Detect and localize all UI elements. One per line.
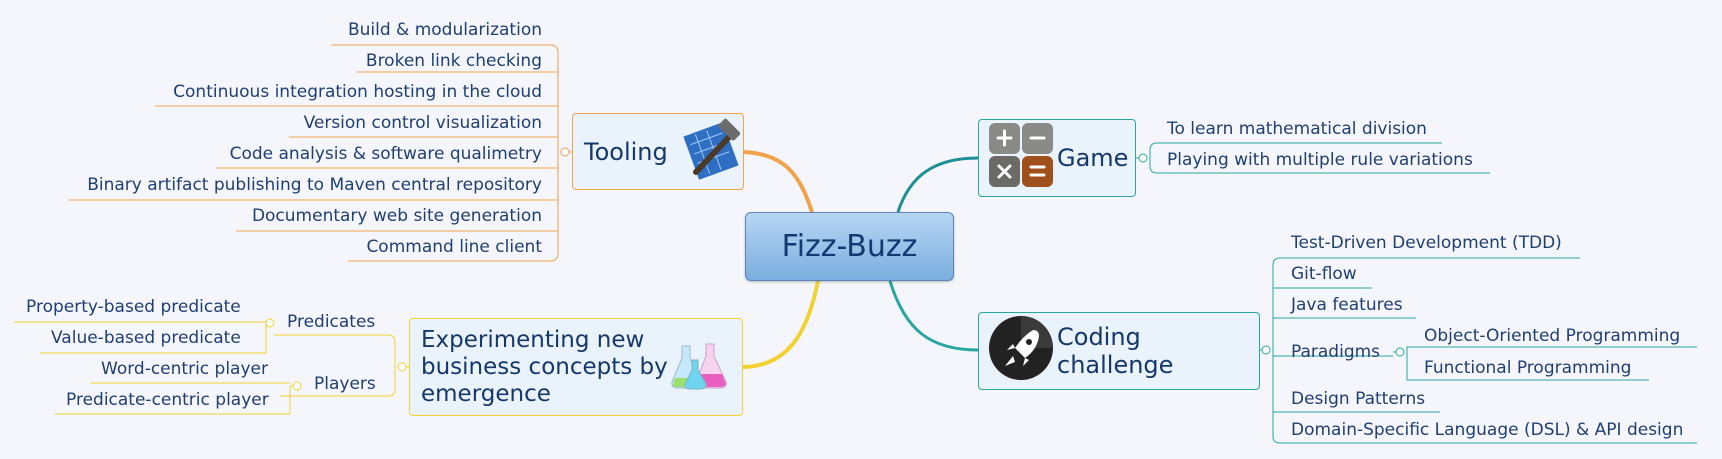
coding-item-design-patterns[interactable]: Design Patterns <box>1291 389 1426 409</box>
central-topic[interactable]: Fizz-Buzz <box>745 212 954 281</box>
topic-experimenting-label: Experimenting new business concepts by e… <box>421 326 668 407</box>
experiment-players-label[interactable]: Players <box>314 374 376 394</box>
topic-tooling-label: Tooling <box>584 137 668 166</box>
players-collapse-handle[interactable] <box>292 381 302 391</box>
calculator-icon <box>989 123 1053 193</box>
game-collapse-handle[interactable] <box>1138 153 1148 163</box>
tooling-item-code-analysis[interactable]: Code analysis & software qualimetry <box>229 144 542 164</box>
predicate-item-property[interactable]: Property-based predicate <box>26 297 241 317</box>
coding-collapse-handle[interactable] <box>1261 345 1271 355</box>
experiment-branches <box>14 321 409 415</box>
coding-item-dsl-api[interactable]: Domain-Specific Language (DSL) & API des… <box>1291 420 1684 440</box>
link-central-tooling <box>743 150 814 213</box>
central-topic-label: Fizz-Buzz <box>781 229 918 264</box>
tooling-item-broken-links[interactable]: Broken link checking <box>365 51 542 71</box>
experiment-collapse-handle[interactable] <box>397 362 407 372</box>
topic-coding-challenge[interactable]: Coding challenge <box>978 312 1260 390</box>
player-item-word-centric[interactable]: Word-centric player <box>101 359 268 379</box>
topic-coding-challenge-label: Coding challenge <box>1057 323 1174 379</box>
tooling-item-website-generation[interactable]: Documentary web site generation <box>251 206 542 226</box>
tooling-item-build[interactable]: Build & modularization <box>347 20 542 40</box>
hammer-blueprint-icon <box>682 118 744 186</box>
tooling-item-vcs-visualization[interactable]: Version control visualization <box>303 113 542 133</box>
coding-item-git-flow[interactable]: Git-flow <box>1291 264 1357 284</box>
tooling-item-ci-hosting[interactable]: Continuous integration hosting in the cl… <box>173 82 542 102</box>
game-item-division[interactable]: To learn mathematical division <box>1167 119 1427 139</box>
predicates-collapse-handle[interactable] <box>265 318 275 328</box>
player-item-predicate-centric[interactable]: Predicate-centric player <box>66 390 269 410</box>
tooling-item-cli-client[interactable]: Command line client <box>366 237 542 257</box>
coding-branches <box>1260 257 1697 444</box>
predicate-item-value[interactable]: Value-based predicate <box>51 328 241 348</box>
topic-tooling[interactable]: Tooling <box>572 113 744 190</box>
topic-experimenting[interactable]: Experimenting new business concepts by e… <box>409 318 743 416</box>
game-item-rule-variations[interactable]: Playing with multiple rule variations <box>1167 150 1473 170</box>
coding-item-java-features[interactable]: Java features <box>1291 295 1403 315</box>
link-central-coding <box>888 280 979 352</box>
rocket-icon <box>989 316 1053 386</box>
topic-game[interactable]: Game <box>978 119 1136 197</box>
paradigm-item-oop[interactable]: Object-Oriented Programming <box>1424 326 1681 346</box>
coding-item-tdd[interactable]: Test-Driven Development (TDD) <box>1291 233 1562 253</box>
tooling-branches <box>69 44 572 262</box>
link-central-experiment <box>742 280 820 369</box>
topic-game-label: Game <box>1057 144 1129 172</box>
paradigm-item-functional[interactable]: Functional Programming <box>1424 358 1632 378</box>
flasks-icon <box>670 334 730 401</box>
link-central-game <box>896 156 979 213</box>
experiment-predicates-label[interactable]: Predicates <box>287 312 376 332</box>
tooling-collapse-handle[interactable] <box>560 147 570 157</box>
paradigms-collapse-handle[interactable] <box>1395 347 1405 357</box>
tooling-item-maven-publishing[interactable]: Binary artifact publishing to Maven cent… <box>87 175 542 195</box>
coding-item-paradigms[interactable]: Paradigms <box>1291 342 1381 362</box>
